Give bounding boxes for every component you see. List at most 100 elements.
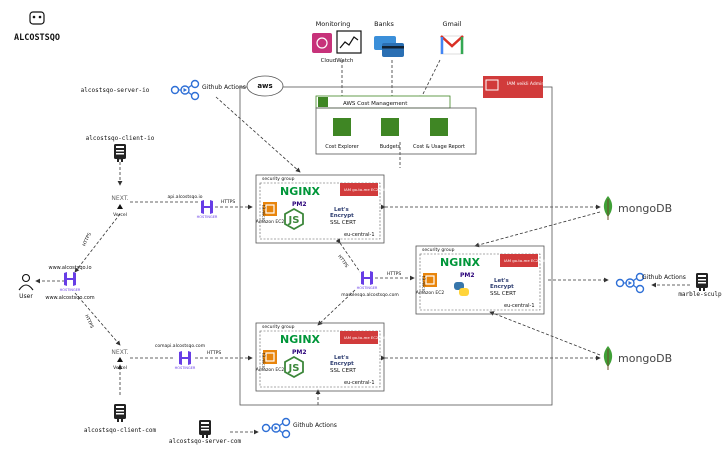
nodejs-icon xyxy=(284,208,304,230)
domain-marble: marblesqo.alcostsqo.com xyxy=(341,292,398,298)
aws-logo: aws xyxy=(246,75,284,97)
cost-explorer-label: Cost Explorer xyxy=(325,144,359,150)
monitoring-group: Monitoring CloudWatch xyxy=(312,20,362,64)
nginx-logo: NGINX xyxy=(280,333,321,346)
pm2-logo: PM2 xyxy=(292,201,307,208)
ssl-cert-label: SSL CERT xyxy=(490,291,517,297)
github-actions-label: Github Actions xyxy=(642,274,686,281)
nginx-logo: NGINX xyxy=(440,256,481,269)
gmail-group: Gmail xyxy=(440,20,464,55)
letsencrypt-line2: Encrypt xyxy=(330,213,354,219)
repo-server-com: alcostsqo-server-com Github Actions xyxy=(169,417,337,445)
vercel-top: NEXT. Vercel xyxy=(111,195,128,218)
hostinger-icon xyxy=(361,271,373,285)
ec2-label: Amazon EC2 xyxy=(256,367,285,373)
hostinger-icon xyxy=(64,272,76,286)
nextjs-logo: NEXT. xyxy=(111,195,128,202)
region-label: eu-central-1 xyxy=(344,380,375,386)
domain-io: www.alcostsqo.io xyxy=(48,265,91,271)
ec2-iam-label: IAM go-to-me EC2 Admin xyxy=(344,187,392,192)
repo-marble: Github Actions marble-sculp xyxy=(615,272,722,298)
ec2-iam-label: IAM go-to-me EC2 Admin xyxy=(504,258,552,263)
hostinger-label: HOSTINGER xyxy=(197,215,218,219)
domain-com: www.alcostsqo.com xyxy=(45,295,94,301)
repo-client-io-label: alcostsqo-client-io xyxy=(86,135,155,142)
https-label: HTTPS xyxy=(221,199,236,205)
budgets-icon xyxy=(381,118,399,136)
domain-api-io: api.alcostsqo.io xyxy=(168,194,203,200)
vercel-label: Vercel xyxy=(113,365,127,371)
pm2-logo: PM2 xyxy=(460,272,475,279)
cost-management: AWS Cost Management Cost Explorer Budget… xyxy=(315,95,477,155)
mongodb-icon xyxy=(603,345,613,371)
security-group-top: security group Amazon EC2 t3.micro NGINX… xyxy=(255,174,392,244)
https-label: HTTPS xyxy=(83,314,95,330)
region-label: eu-central-1 xyxy=(344,232,375,238)
dashboard-icon xyxy=(336,30,362,54)
instance-type: t3.micro xyxy=(261,205,266,222)
repo-client-io: alcostsqo-client-io xyxy=(86,135,155,162)
hostinger-comapi: comapi.alcostsqo.com HOSTINGER HTTPS xyxy=(155,343,221,370)
usage-report-icon xyxy=(430,118,448,136)
github-actions-icon xyxy=(261,417,291,439)
letsencrypt-line1: Let's xyxy=(494,278,510,284)
github-actions-icon xyxy=(170,79,200,101)
user-icon xyxy=(21,273,31,283)
vercel-bottom: NEXT. Vercel xyxy=(111,349,128,371)
https-label: HTTPS xyxy=(207,350,222,356)
domain-comapi: comapi.alcostsqo.com xyxy=(155,343,205,349)
letsencrypt-line2: Encrypt xyxy=(330,361,354,367)
vercel-icon xyxy=(117,204,123,209)
vercel-icon xyxy=(117,357,123,362)
letsencrypt-line2: Encrypt xyxy=(490,284,514,290)
mongodb-bottom: mongoDB xyxy=(603,345,672,371)
github-actions-label: Github Actions xyxy=(202,84,246,91)
letsencrypt-line1: Let's xyxy=(334,207,350,213)
nginx-logo: NGINX xyxy=(280,185,321,198)
pm2-logo: PM2 xyxy=(292,349,307,356)
brand-name: ALCOSTSQO xyxy=(14,33,60,43)
hostinger-marble: HOSTINGER marblesqo.alcostsqo.com HTTPS … xyxy=(336,254,401,298)
ssl-cert-label: SSL CERT xyxy=(330,368,357,374)
repo-client-com: alcostsqo-client-com xyxy=(84,404,157,434)
security-group-middle: security group Amazon EC2 t3.micro NGINX… xyxy=(415,245,552,315)
hostinger-icon xyxy=(179,351,191,365)
ec2-label: Amazon EC2 xyxy=(416,290,445,296)
github-actions-label: Github Actions xyxy=(293,422,337,429)
repo-marble-label: marble-sculp xyxy=(678,291,722,298)
hostinger-api: api.alcostsqo.io HOSTINGER HTTPS xyxy=(168,194,236,219)
aws-iam-badge: IAM veikli Admin xyxy=(483,76,544,98)
connection-lines xyxy=(35,59,690,435)
python-icon xyxy=(454,282,469,296)
hostinger-label: HOSTINGER xyxy=(357,286,378,290)
nextjs-logo: NEXT. xyxy=(111,349,128,356)
region-label: eu-central-1 xyxy=(504,303,535,309)
hostinger-main: www.alcostsqo.io HOSTINGER www.alcostsqo… xyxy=(45,265,94,301)
letsencrypt-line1: Let's xyxy=(334,355,350,361)
cloudwatch-icon xyxy=(312,33,332,53)
repo-icon xyxy=(114,404,126,422)
repo-client-com-label: alcostsqo-client-com xyxy=(84,427,157,434)
budgets-label: Budgets xyxy=(380,144,401,150)
instance-type: t3.micro xyxy=(421,276,426,293)
mongodb-top: mongoDB xyxy=(603,195,672,221)
hostinger-label: HOSTINGER xyxy=(175,366,196,370)
https-label: HTTPS xyxy=(387,271,402,277)
user-label: User xyxy=(19,293,33,300)
user: User xyxy=(18,273,34,300)
repo-server-io: alcostsqo-server-io Github Actions xyxy=(81,79,246,101)
nodejs-icon xyxy=(284,356,304,378)
repo-server-io-label: alcostsqo-server-io xyxy=(81,87,150,94)
mongodb-label: mongoDB xyxy=(618,352,672,365)
cost-management-label: AWS Cost Management xyxy=(343,101,408,107)
banks-label: Banks xyxy=(374,20,394,28)
mongodb-icon xyxy=(603,195,613,221)
mongodb-label: mongoDB xyxy=(618,202,672,215)
instance-type: t3.micro xyxy=(261,353,266,370)
https-label: HTTPS xyxy=(336,254,349,269)
sg-title: security group xyxy=(422,247,455,253)
ec2-iam-label: IAM go-to-me EC2 Admin xyxy=(344,335,392,340)
cost-explorer-icon xyxy=(333,118,351,136)
aws-logo-text: aws xyxy=(257,82,272,90)
